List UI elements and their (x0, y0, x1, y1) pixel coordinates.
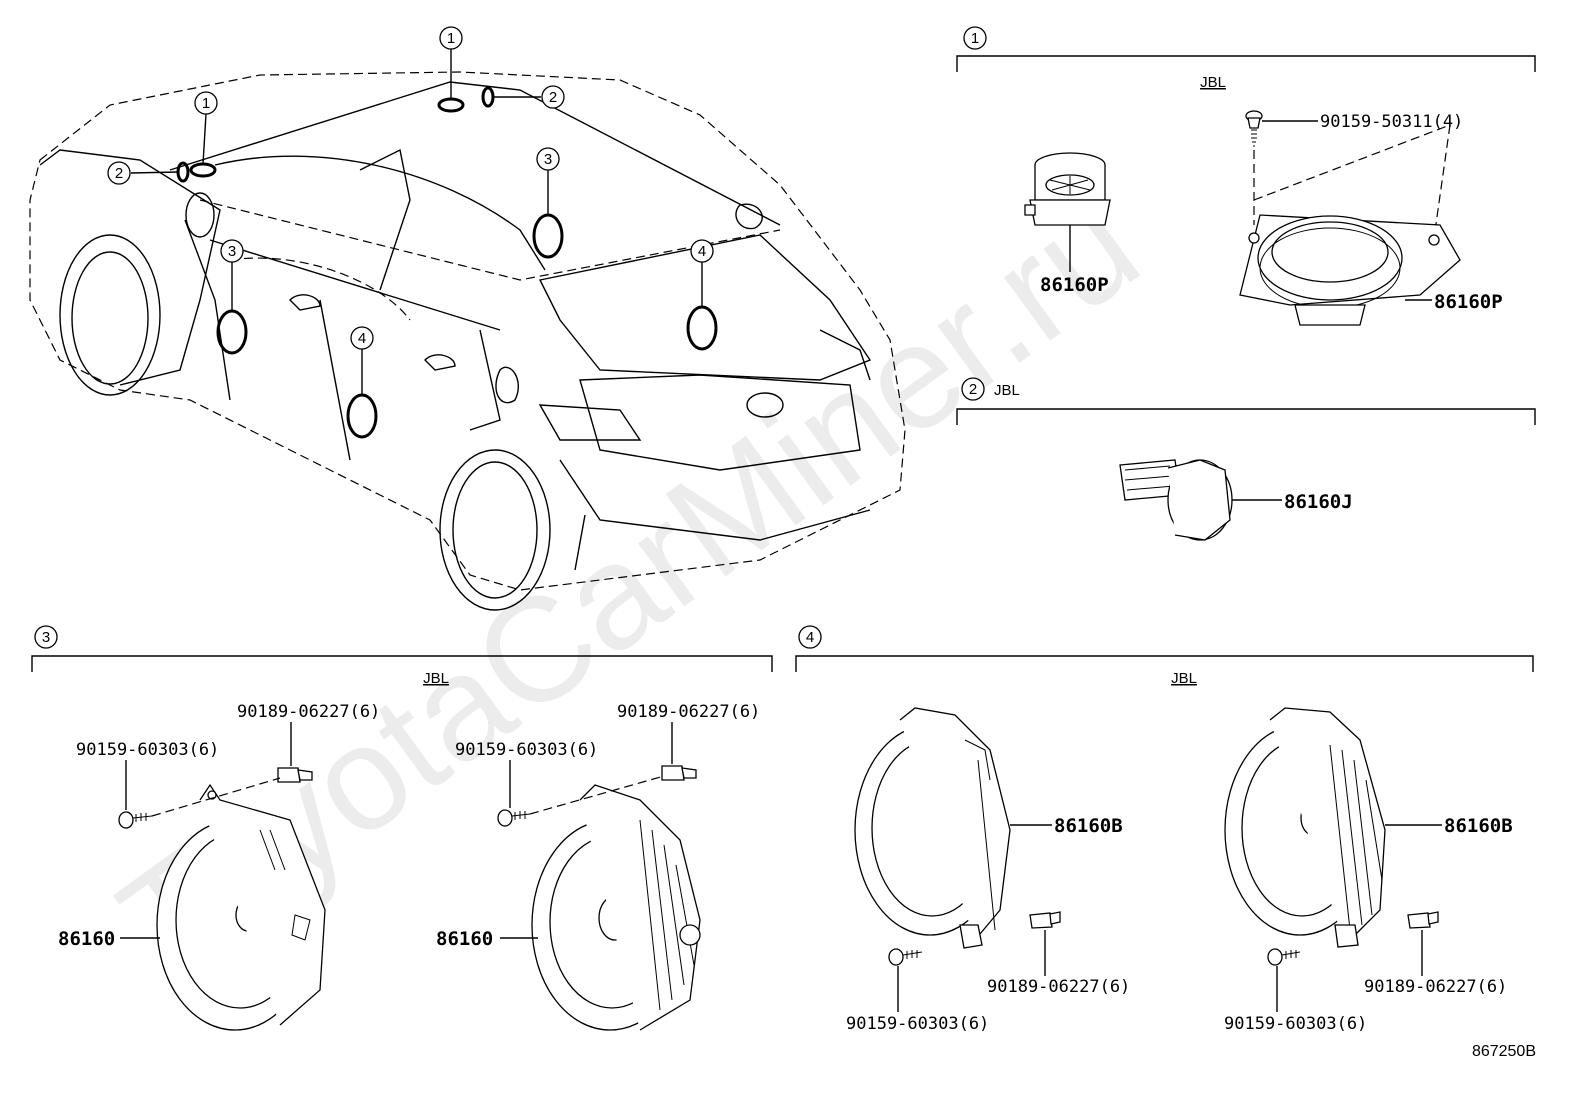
callout-2-right: 2 (541, 85, 565, 109)
part-number-86160J: 86160J (1284, 491, 1353, 513)
location-ring-pillar-right (481, 86, 495, 108)
callout-3-near: 3 (220, 239, 244, 263)
part-number-86160B-left: 86160B (1054, 815, 1123, 837)
callout-2-left: 2 (107, 161, 131, 185)
location-ring-front-door (216, 309, 248, 355)
part-number-86160B-right: 86160B (1444, 815, 1513, 837)
part-number-90189-06227-s4-right: 90189-06227(6) (1364, 977, 1507, 997)
location-ring-rear-door (346, 393, 378, 439)
svg-text:3: 3 (228, 243, 236, 260)
svg-text:2: 2 (549, 89, 557, 106)
section-4-brand: JBL (1171, 670, 1197, 687)
diagram-id: 867250B (1472, 1043, 1536, 1060)
callout-1-roof: 1 (439, 26, 463, 50)
location-ring-rear-door-far (686, 305, 718, 351)
part-number-86160P-speaker: 86160P (1434, 291, 1503, 313)
part-number-86160-left: 86160 (58, 928, 115, 950)
section-3: 3 JBL 86160 90159-60303(6) 90189-06227(6… (31, 625, 773, 1031)
callout-4-far: 4 (690, 239, 714, 263)
part-number-90159-50311: 90159-50311(4) (1320, 112, 1463, 132)
section-3-brand: JBL (423, 670, 449, 687)
section-2-brand: JBL (994, 382, 1020, 399)
screw-90159-60303-s4-left (888, 948, 923, 966)
part-number-90159-60303-left: 90159-60303(6) (76, 740, 219, 760)
speaker-86160P (1239, 214, 1461, 326)
section-2-number: 2 (969, 381, 977, 398)
section-1-brand: JBL (1200, 74, 1226, 91)
part-number-90189-06227-s4-left: 90189-06227(6) (987, 977, 1130, 997)
section-2: 2 JBL 86160J (956, 377, 1536, 541)
callout-1-front: 1 (194, 91, 218, 115)
svg-text:3: 3 (544, 151, 552, 168)
door-speaker-86160B-right (1224, 707, 1386, 948)
speaker-86160J (1119, 459, 1233, 541)
screw-90159-60303-right (497, 809, 531, 827)
part-number-86160P-tweeter: 86160P (1040, 274, 1109, 296)
svg-text:1: 1 (447, 30, 455, 47)
section-1-number: 1 (971, 30, 979, 47)
svg-text:4: 4 (358, 330, 366, 347)
part-number-86160-right: 86160 (436, 928, 493, 950)
svg-text:2: 2 (115, 165, 123, 182)
screw-90159-50311 (1245, 110, 1263, 147)
part-number-90159-60303-s4-left: 90159-60303(6) (846, 1014, 989, 1034)
section-1: 1 JBL 86160P 90159-50311(4) (956, 26, 1536, 326)
location-ring-tweeter-front (189, 162, 217, 178)
location-ring-tweeter-roof (437, 97, 465, 113)
svg-text:1: 1 (202, 95, 210, 112)
section-4-number: 4 (806, 629, 814, 646)
location-ring-front-door-far (532, 213, 564, 259)
screw-90159-60303-s4-right (1267, 948, 1301, 966)
clip-90189-06227-left (277, 767, 313, 783)
tweeter-86160P (1024, 152, 1111, 226)
clip-90189-06227-s4-left (1029, 911, 1061, 929)
screw-90159-60303-left (118, 811, 153, 829)
part-number-90189-06227-left: 90189-06227(6) (237, 702, 380, 722)
section-4: 4 JBL 86160B 90159-60303(6) 90189-06227(… (795, 625, 1534, 1034)
part-number-90159-60303-s4-right: 90159-60303(6) (1224, 1014, 1367, 1034)
part-number-90159-60303-right: 90159-60303(6) (455, 740, 598, 760)
car-illustration: 1 1 2 2 3 3 4 4 (29, 26, 906, 611)
door-speaker-86160B-left (854, 707, 1011, 949)
door-speaker-86160-left (156, 783, 326, 1031)
svg-text:4: 4 (698, 243, 706, 260)
clip-90189-06227-s4-right (1407, 911, 1439, 929)
section-3-number: 3 (42, 629, 50, 646)
clip-90189-06227-right (661, 765, 697, 781)
callout-4-near: 4 (350, 326, 374, 350)
callout-3-far: 3 (536, 147, 560, 171)
part-number-90189-06227-right: 90189-06227(6) (617, 702, 760, 722)
door-speaker-86160-right (531, 784, 701, 1031)
